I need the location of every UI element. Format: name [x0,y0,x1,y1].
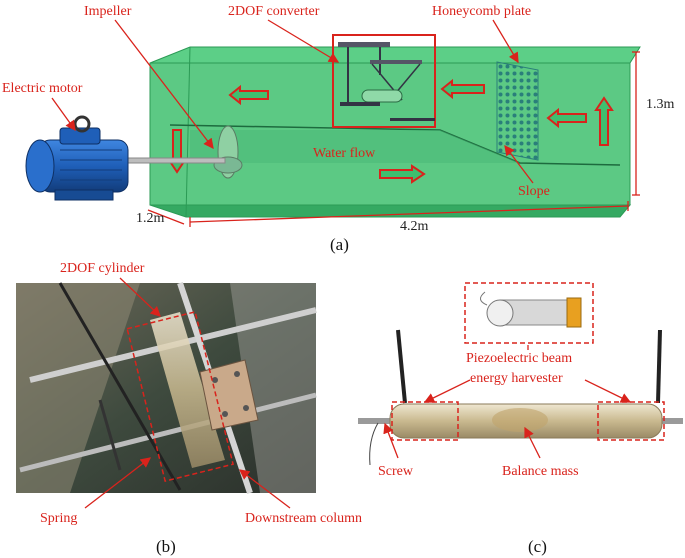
converter-box [332,34,436,128]
balance-mass-label: Balance mass [502,464,579,479]
cylinder-photo [150,312,225,468]
cylinder-box [126,310,234,483]
panel-c-leaders [383,345,632,459]
water-flow-label: Water flow [313,146,376,161]
column-label: Downstream column [245,511,362,526]
cylinder-assembly [358,329,683,466]
honeycomb-label: Honeycomb plate [432,4,531,19]
photo-b [16,282,317,494]
length-dimension: 4.2m [400,219,429,234]
slope-label: Slope [518,184,550,199]
panel-b-leaders [84,277,291,509]
tank-bottom-face [149,204,632,218]
panel-a-leaders [51,19,640,227]
spring-label: Spring [40,511,77,526]
electric-motor [25,115,129,201]
honeycomb-plate [496,61,539,161]
width-dimension: 1.2m [136,211,165,226]
height-dimension: 1.3m [646,97,675,112]
caption-c: (c) [528,537,547,556]
harvester-inset [464,282,594,344]
cylinder-label: 2DOF cylinder [60,261,145,276]
converter-device [338,42,435,121]
screw-label: Screw [378,464,414,479]
tank-diagram [124,34,641,218]
harvester-label-2: energy harvester [470,371,563,386]
impeller-label: Impeller [84,4,132,19]
converter-label: 2DOF converter [228,4,320,19]
motor-shaft [124,157,226,164]
caption-a: (a) [330,235,349,254]
motor-label: Electric motor [2,81,83,96]
harvester-label-1: Piezoelectric beam [466,351,572,366]
caption-b: (b) [156,537,176,556]
